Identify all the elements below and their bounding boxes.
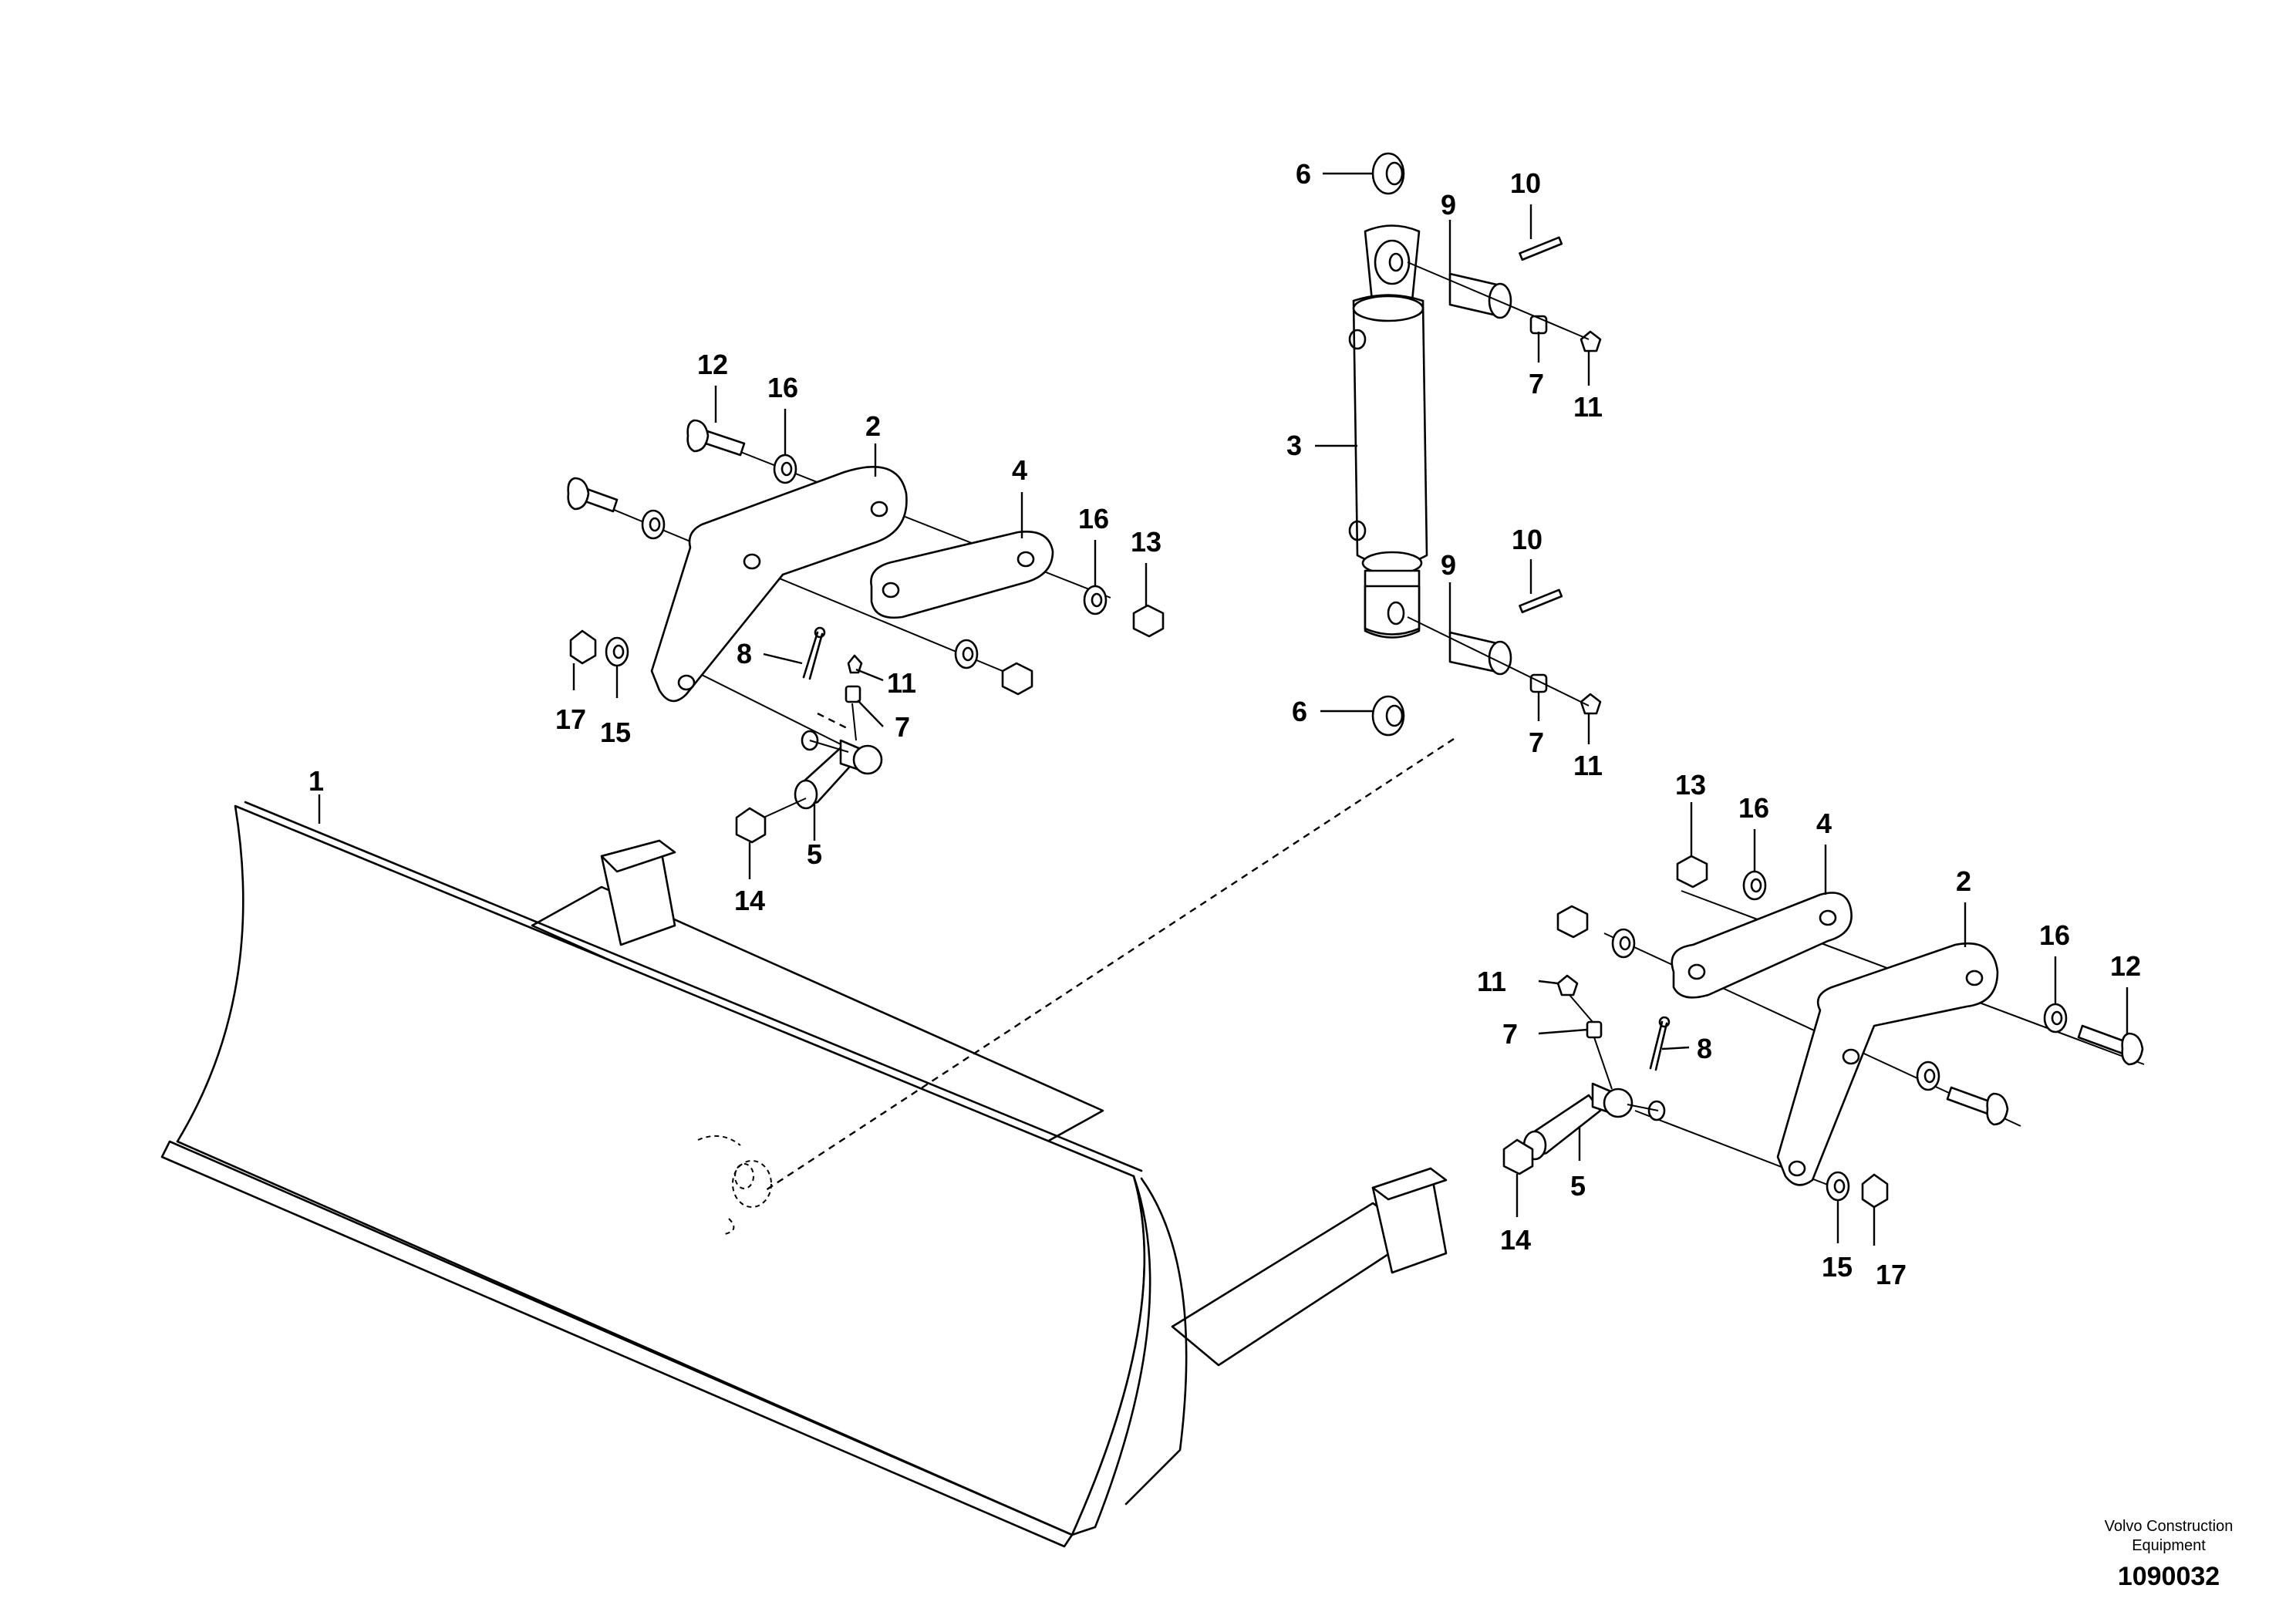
callout-5-right: 5 bbox=[1570, 1170, 1586, 1202]
callout-11-top: 11 bbox=[1573, 391, 1603, 423]
callout-17-left: 17 bbox=[555, 703, 586, 735]
callout-9-bottom: 9 bbox=[1441, 549, 1456, 581]
cap-cyl-bottom bbox=[1580, 693, 1602, 715]
pin-top bbox=[1448, 272, 1512, 319]
callout-11-bottom: 11 bbox=[1573, 750, 1603, 781]
callout-8-right: 8 bbox=[1697, 1033, 1712, 1064]
spring-pin-bottom bbox=[1519, 588, 1563, 614]
cylinder-connection-line bbox=[763, 737, 1455, 1193]
callout-5-left: 5 bbox=[807, 838, 822, 870]
blade-mount-box-left bbox=[600, 839, 676, 946]
callout-13-right: 13 bbox=[1675, 769, 1706, 801]
pin-bottom bbox=[1448, 631, 1512, 676]
callout-12-left: 12 bbox=[697, 349, 728, 380]
callout-16-right-top: 16 bbox=[1738, 792, 1769, 824]
callout-7-top: 7 bbox=[1529, 368, 1544, 400]
bushing-top bbox=[1371, 152, 1405, 195]
callout-14-right: 14 bbox=[1500, 1224, 1531, 1256]
right-bracket-assembly bbox=[1502, 855, 2145, 1209]
hydraulic-cylinder bbox=[1348, 224, 1428, 639]
callout-16-right-right: 16 bbox=[2039, 919, 2070, 951]
callout-6-bottom: 6 bbox=[1292, 696, 1307, 727]
blade-mount-box-right bbox=[1371, 1167, 1448, 1274]
callout-7-bottom: 7 bbox=[1529, 727, 1544, 758]
callout-11-right: 11 bbox=[1477, 966, 1506, 997]
callout-2-left: 2 bbox=[865, 410, 881, 442]
spring-pin-top bbox=[1519, 236, 1563, 261]
leader-lines bbox=[318, 172, 2129, 1246]
callout-15-left: 15 bbox=[600, 717, 631, 748]
callout-7-right: 7 bbox=[1502, 1018, 1518, 1050]
callout-14-left: 14 bbox=[734, 885, 765, 916]
callout-9-top: 9 bbox=[1441, 189, 1456, 221]
callout-13-left: 13 bbox=[1131, 526, 1161, 558]
callout-16-left-right: 16 bbox=[1078, 503, 1109, 534]
callout-6-top: 6 bbox=[1296, 158, 1311, 190]
callout-7-left: 7 bbox=[895, 711, 910, 743]
callout-10-bottom: 10 bbox=[1512, 524, 1542, 555]
publisher-credit-line1: Volvo Construction bbox=[2105, 1518, 2234, 1535]
cap-cyl-top bbox=[1580, 330, 1602, 352]
dozer-blade bbox=[160, 801, 1448, 1548]
callout-3: 3 bbox=[1286, 430, 1302, 461]
callout-15-right: 15 bbox=[1822, 1251, 1853, 1283]
callout-10-top: 10 bbox=[1510, 167, 1541, 199]
callout-11-left: 11 bbox=[887, 667, 916, 699]
callout-1: 1 bbox=[308, 765, 324, 797]
left-bracket-assembly bbox=[567, 419, 1165, 844]
footer: Volvo Construction Equipment 1090032 bbox=[2105, 1518, 2234, 1591]
callout-4-right: 4 bbox=[1816, 808, 1832, 839]
callout-12-right: 12 bbox=[2110, 950, 2141, 982]
callout-4-left: 4 bbox=[1012, 454, 1027, 486]
callout-16-left-top: 16 bbox=[767, 372, 798, 403]
callout-2-right: 2 bbox=[1956, 865, 1971, 897]
callout-8-left: 8 bbox=[737, 638, 752, 669]
bushing-bottom bbox=[1371, 695, 1405, 737]
publisher-credit-line2: Equipment bbox=[2132, 1537, 2206, 1554]
callout-labels: 1 12 16 2 4 16 13 8 11 7 17 15 5 14 6 9 … bbox=[308, 158, 2141, 1290]
callout-17-right: 17 bbox=[1876, 1259, 1907, 1290]
drawing-number: 1090032 bbox=[2118, 1562, 2220, 1591]
